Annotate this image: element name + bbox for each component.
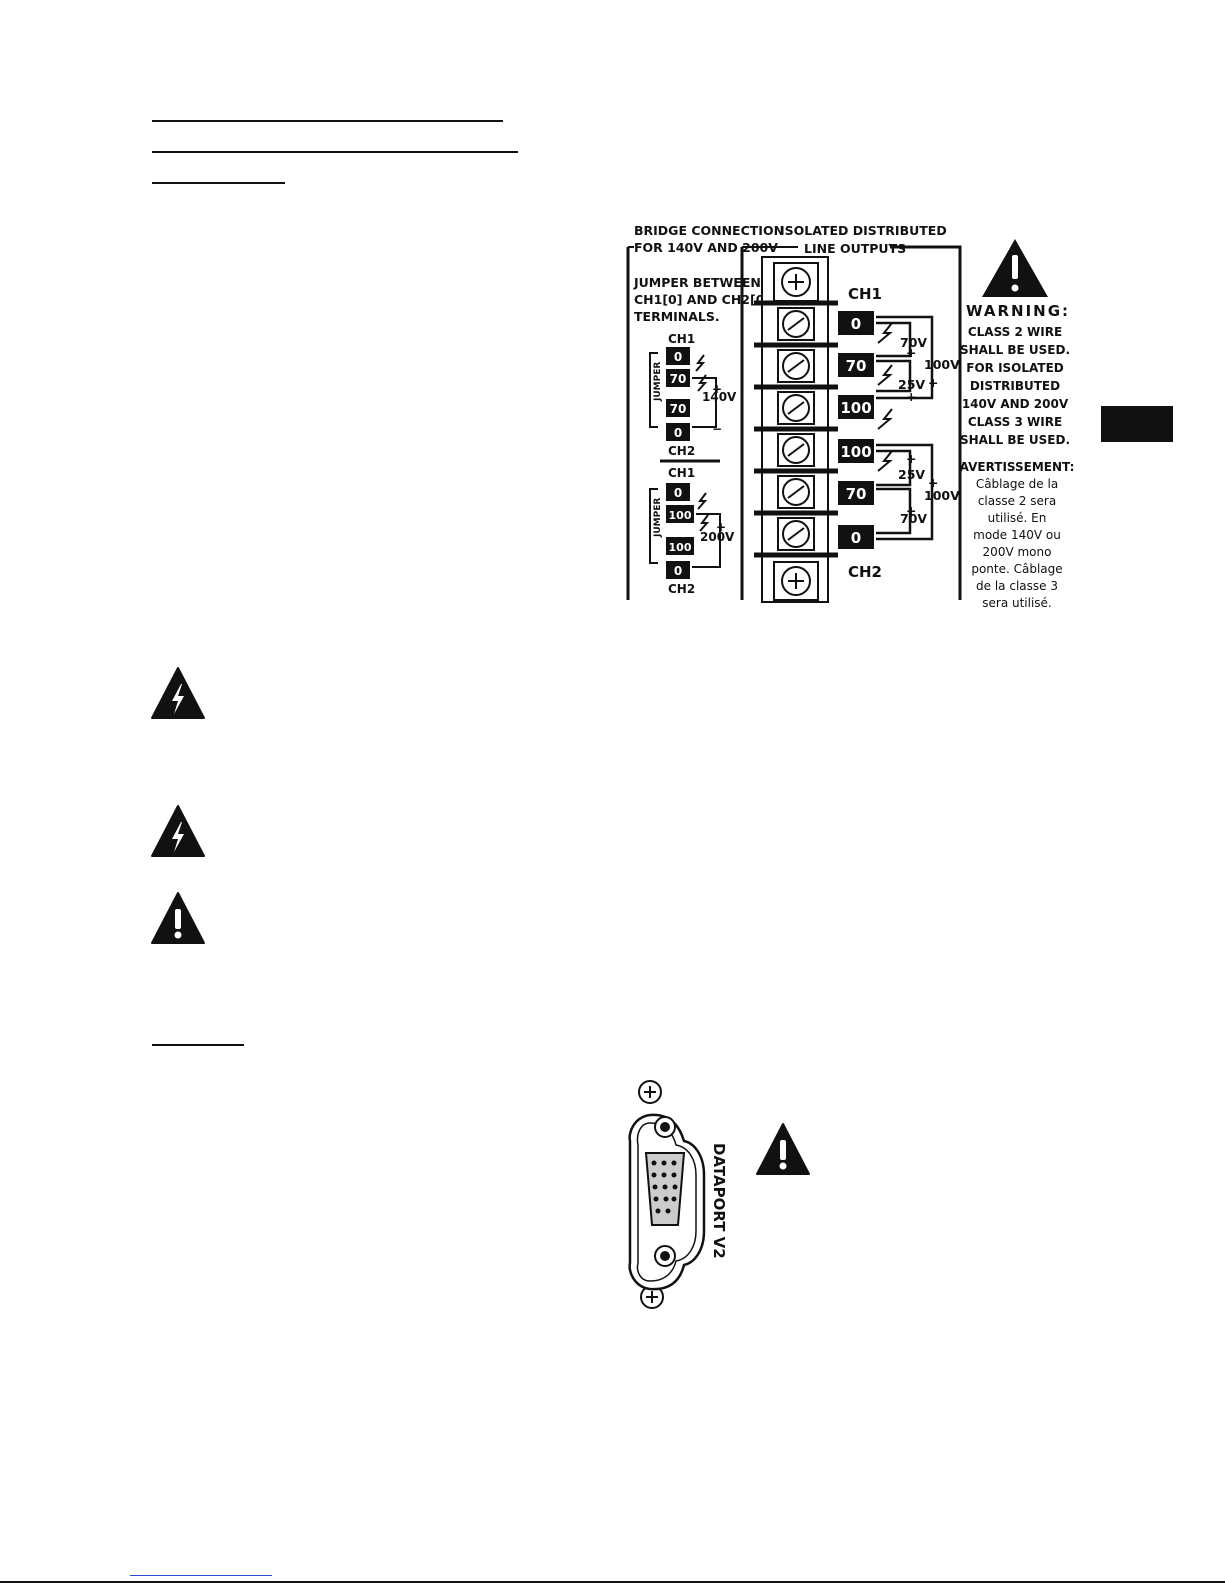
avertissement-line: ponte. Câblage (971, 562, 1062, 576)
warning-line: SHALL BE USED. (960, 343, 1070, 357)
avertissement-line: Câblage de la (976, 477, 1058, 491)
terminal-label: 0 (674, 564, 682, 578)
jumper-note-line1: JUMPER BETWEEN (633, 275, 761, 290)
avertissement-line: classe 2 sera (978, 494, 1056, 508)
warning-line: SHALL BE USED. (960, 433, 1070, 447)
volt-label-70: 70V (900, 511, 927, 526)
warning-line: FOR ISOLATED (966, 361, 1064, 375)
terminal-label: 0 (851, 529, 861, 547)
heading-rule-2 (152, 151, 518, 153)
output-terminal-diagram: BRIDGE CONNECTION FOR 140V AND 200V JUMP… (626, 223, 1075, 610)
plus-sign: + (928, 375, 938, 390)
volt-label-200: 200V (700, 530, 735, 544)
bridge200-ch1-label: CH1 (668, 466, 695, 480)
plus-sign: + (928, 475, 938, 490)
plus-sign: + (906, 451, 916, 466)
terminal-label: 0 (674, 350, 682, 364)
warning-title: WARNING: (966, 302, 1070, 320)
terminal-label: 0 (674, 426, 682, 440)
terminal-label: 100 (840, 399, 871, 417)
plus-sign: + (716, 520, 726, 534)
avertissement-line: de la classe 3 (976, 579, 1058, 593)
bridge-title-line1: BRIDGE CONNECTION (634, 223, 784, 238)
volt-label-25: 25V (898, 377, 925, 392)
plus-sign: + (906, 389, 916, 404)
bridge140-ch1-label: CH1 (668, 332, 695, 346)
bridge200-ch2-label: CH2 (668, 582, 695, 596)
footer-rule (0, 1581, 1225, 1583)
isolated-title-line2: LINE OUTPUTS (804, 241, 906, 256)
avertissement-line: 200V mono (983, 545, 1052, 559)
terminal-label: 100 (669, 541, 692, 554)
plus-sign: + (906, 345, 916, 360)
warning-line: DISTRIBUTED (970, 379, 1060, 393)
jumper-note-line3: TERMINALS. (634, 309, 720, 324)
terminal-label: 70 (670, 402, 687, 416)
jumper-label: JUMPER (653, 362, 663, 402)
terminal-label: 70 (670, 372, 687, 386)
isolated-title-line1: ISOLATED DISTRIBUTED (780, 223, 947, 238)
terminal-label: 0 (674, 486, 682, 500)
plus-sign: + (712, 382, 722, 396)
avertissement-line: utilisé. En (988, 511, 1047, 525)
avertissement-line: mode 140V ou (973, 528, 1061, 542)
dataport-connector-illustration: DATAPORT V2 (628, 1080, 728, 1309)
volt-label-70: 70V (900, 335, 927, 350)
heading-rule-1 (152, 120, 503, 122)
terminal-label: 100 (669, 509, 692, 522)
volt-label-100: 100V (924, 488, 960, 503)
electric-shock-warning-icon (151, 805, 205, 857)
dataport-label: DATAPORT V2 (710, 1143, 728, 1259)
warning-line: CLASS 3 WIRE (968, 415, 1062, 429)
electric-shock-warning-icon (151, 667, 205, 719)
plus-sign: + (906, 503, 916, 518)
terminal-label: 70 (846, 357, 867, 375)
ch1-terminal-label: CH1 (848, 285, 882, 303)
volt-label-140: 140V (702, 390, 737, 404)
warning-line: 140V AND 200V (962, 397, 1069, 411)
jumper-label: JUMPER (653, 498, 663, 538)
avertissement-line: sera utilisé. (982, 596, 1052, 610)
footer-link-underline[interactable] (130, 1575, 272, 1576)
section-heading-rule (152, 1044, 244, 1046)
terminal-label: 0 (851, 315, 861, 333)
volt-label-100: 100V (924, 357, 960, 372)
warning-line: CLASS 2 WIRE (968, 325, 1062, 339)
minus-sign: − (712, 422, 722, 436)
caution-exclamation-icon (756, 1123, 810, 1175)
section-tab-marker (1101, 406, 1173, 442)
terminal-label: 100 (840, 443, 871, 461)
ch2-terminal-label: CH2 (848, 563, 882, 581)
volt-label-25: 25V (898, 467, 925, 482)
bridge140-ch2-label: CH2 (668, 444, 695, 458)
avertissement-title: AVERTISSEMENT: (960, 460, 1075, 474)
heading-rule-3 (152, 182, 285, 184)
jumper-note-line2: CH1[0] AND CH2[0] (634, 292, 770, 307)
terminal-label: 70 (846, 485, 867, 503)
caution-exclamation-icon (151, 892, 205, 944)
